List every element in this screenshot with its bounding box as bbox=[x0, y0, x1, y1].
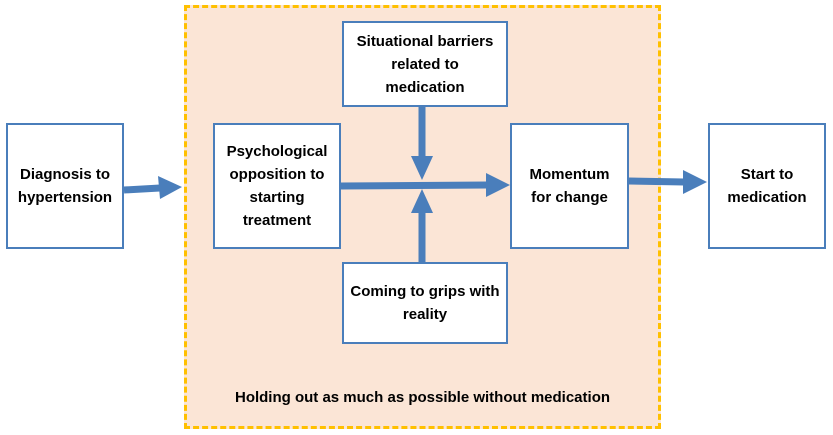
psychological-opposition-label: Psychological opposition to starting tre… bbox=[226, 143, 328, 229]
situational-barriers-label: Situational barriers related to medicati… bbox=[356, 32, 494, 96]
arrow-diagnosis-to-region bbox=[123, 176, 182, 199]
start-medication-box: Start to medication bbox=[708, 123, 826, 249]
momentum-label: Momentum for change bbox=[529, 166, 610, 206]
coming-to-grips-label: Coming to grips with reality bbox=[350, 283, 500, 323]
start-medication-label: Start to medication bbox=[727, 166, 807, 206]
region-label: Holding out as much as possible without … bbox=[234, 389, 611, 406]
arrow-situational-down bbox=[411, 107, 433, 180]
arrow-psychological-to-momentum bbox=[340, 173, 510, 197]
coming-to-grips-box: Coming to grips with reality bbox=[342, 262, 508, 344]
situational-barriers-box: Situational barriers related to medicati… bbox=[342, 21, 508, 107]
arrow-coming-to-grips-up bbox=[411, 189, 433, 262]
diagnosis-box: Diagnosis to hypertension bbox=[6, 123, 124, 249]
diagnosis-label: Diagnosis to hypertension bbox=[17, 166, 113, 206]
momentum-box: Momentum for change bbox=[510, 123, 629, 249]
psychological-opposition-box: Psychological opposition to starting tre… bbox=[213, 123, 341, 249]
arrow-momentum-to-start bbox=[628, 170, 707, 194]
